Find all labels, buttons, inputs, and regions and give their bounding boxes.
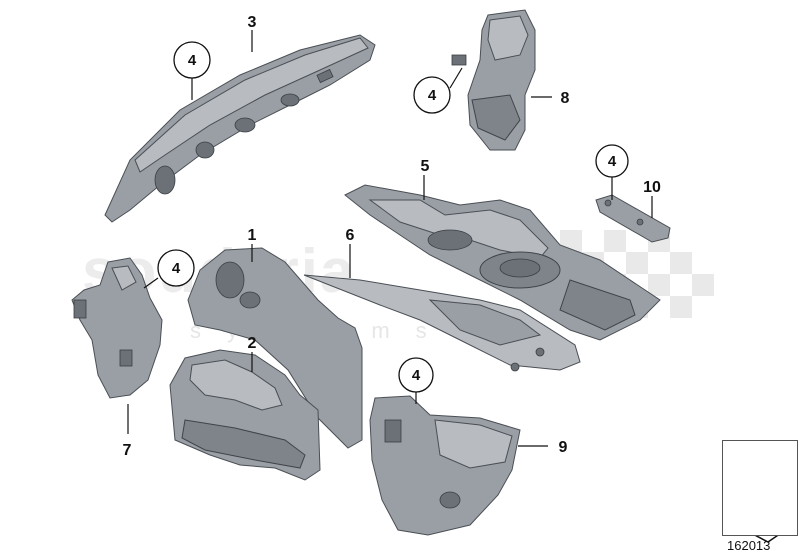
callout-clip-part-7[interactable]: 4 [157, 249, 195, 287]
part-number-7[interactable]: 7 [123, 442, 132, 459]
part-3-shape [104, 34, 376, 223]
part-8-shape [451, 9, 536, 151]
legend-box [722, 440, 798, 536]
callout-clip-part-9[interactable]: 4 [398, 357, 434, 393]
callout-number: 4 [172, 260, 181, 277]
part-number-3[interactable]: 3 [248, 14, 257, 31]
part-6-shape [303, 274, 581, 372]
diagram-id: 162013 [727, 538, 771, 553]
callout-number: 4 [188, 52, 197, 69]
part-number-1[interactable]: 1 [248, 227, 257, 244]
leader-callout-8 [449, 67, 463, 89]
part-number-6[interactable]: 6 [346, 227, 355, 244]
part-number-8[interactable]: 8 [561, 90, 570, 107]
leader-callout-7 [143, 277, 159, 289]
callout-number: 4 [608, 153, 617, 170]
callout-clip-part-8[interactable]: 4 [413, 76, 451, 114]
part-5-shape [344, 184, 661, 341]
part-9-shape [369, 395, 521, 536]
callout-clip-part-10[interactable]: 4 [595, 144, 629, 178]
callout-number: 4 [412, 367, 421, 384]
part-number-2[interactable]: 2 [248, 335, 257, 352]
callout-number: 4 [428, 87, 437, 104]
part-number-9[interactable]: 9 [559, 439, 568, 456]
callout-clip-part-3[interactable]: 4 [173, 41, 211, 79]
part-1-shape [187, 247, 363, 449]
part-7-shape [71, 257, 163, 399]
part-2-shape [169, 349, 321, 481]
part-number-10[interactable]: 10 [643, 179, 661, 196]
part-number-5[interactable]: 5 [421, 158, 430, 175]
